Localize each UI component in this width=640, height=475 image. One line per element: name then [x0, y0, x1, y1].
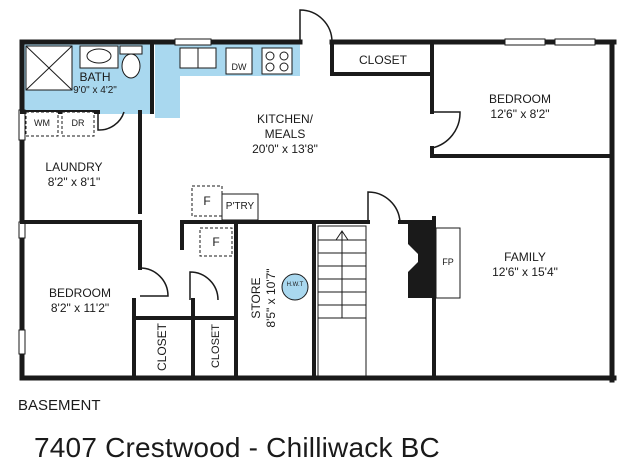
- store-dims: 8'5" x 10'7": [264, 268, 278, 328]
- bedroom-left-label: BEDROOM 8'2" x 11'2": [30, 286, 130, 316]
- toilet-tank: [119, 45, 143, 55]
- hwt-label: H.W.T: [286, 282, 304, 288]
- laundry-appliances: [25, 111, 95, 137]
- laundry-label: LAUNDRY 8'2" x 8'1": [24, 160, 124, 190]
- bedroom-right-label: BEDROOM 12'6" x 8'2": [470, 92, 570, 122]
- stairs: [317, 225, 367, 377]
- family-name: FAMILY: [504, 250, 546, 264]
- bath-label: BATH 9'0" x 4'2": [60, 70, 130, 98]
- closet-bottom-1-label: CLOSET: [155, 323, 169, 372]
- pantry-label: P'TRY: [225, 201, 255, 212]
- bedroom-left-name: BEDROOM: [48, 286, 111, 300]
- kitchen-label: KITCHEN/ MEALS 20'0" x 13'8": [220, 112, 350, 157]
- address-title: 7407 Crestwood - Chilliwack BC: [34, 432, 440, 463]
- laundry-dims: 8'2" x 8'1": [47, 175, 101, 189]
- stove: [261, 47, 293, 75]
- dryer: [61, 111, 95, 137]
- bath-fixtures: [25, 45, 143, 91]
- laundry-name: LAUNDRY: [45, 160, 103, 174]
- family-dims: 12'6" x 15'4": [492, 265, 558, 279]
- windows: [18, 38, 596, 355]
- kitchen-dims: 20'0" x 13'8": [252, 142, 318, 156]
- store-label: STORE 8'5" x 10'7": [249, 253, 281, 343]
- fridge-pantry: [191, 185, 259, 257]
- store-name: STORE: [249, 277, 263, 319]
- fridge-2-label: F: [212, 235, 220, 249]
- level-label: BASEMENT: [18, 397, 101, 414]
- fridge-2: [199, 227, 233, 257]
- fridge-1-label: F: [203, 194, 211, 208]
- fireplace: [408, 220, 461, 299]
- door-swings: [97, 9, 461, 301]
- dr-label: DR: [71, 118, 85, 128]
- pantry-box: [221, 193, 259, 221]
- bath-name: BATH: [79, 70, 111, 84]
- dishwasher: [225, 47, 253, 75]
- hot-water-tank: [281, 273, 309, 301]
- toilet-bowl: [121, 53, 141, 79]
- bath-dims: 9'0" x 4'2": [73, 85, 117, 96]
- kitchen-name-line2: MEALS: [264, 127, 306, 141]
- kitchen-name-line1: KITCHEN/: [256, 112, 313, 126]
- closet-top-label: CLOSET: [358, 53, 407, 67]
- bedroom-right-name: BEDROOM: [488, 92, 551, 106]
- fridge-1: [191, 185, 223, 217]
- fp-label: FP: [442, 257, 454, 267]
- bedroom-right-dims: 12'6" x 8'2": [490, 107, 550, 121]
- family-label: FAMILY 12'6" x 15'4": [470, 250, 580, 280]
- dw-label: DW: [231, 62, 247, 72]
- closet-bottom-2-label: CLOSET: [210, 324, 222, 369]
- interior-walls: [20, 40, 614, 380]
- kitchen-fixtures: [179, 47, 293, 75]
- bedroom-left-dims: 8'2" x 11'2": [50, 301, 110, 315]
- wm-label: WM: [34, 118, 50, 128]
- washer: [25, 111, 59, 137]
